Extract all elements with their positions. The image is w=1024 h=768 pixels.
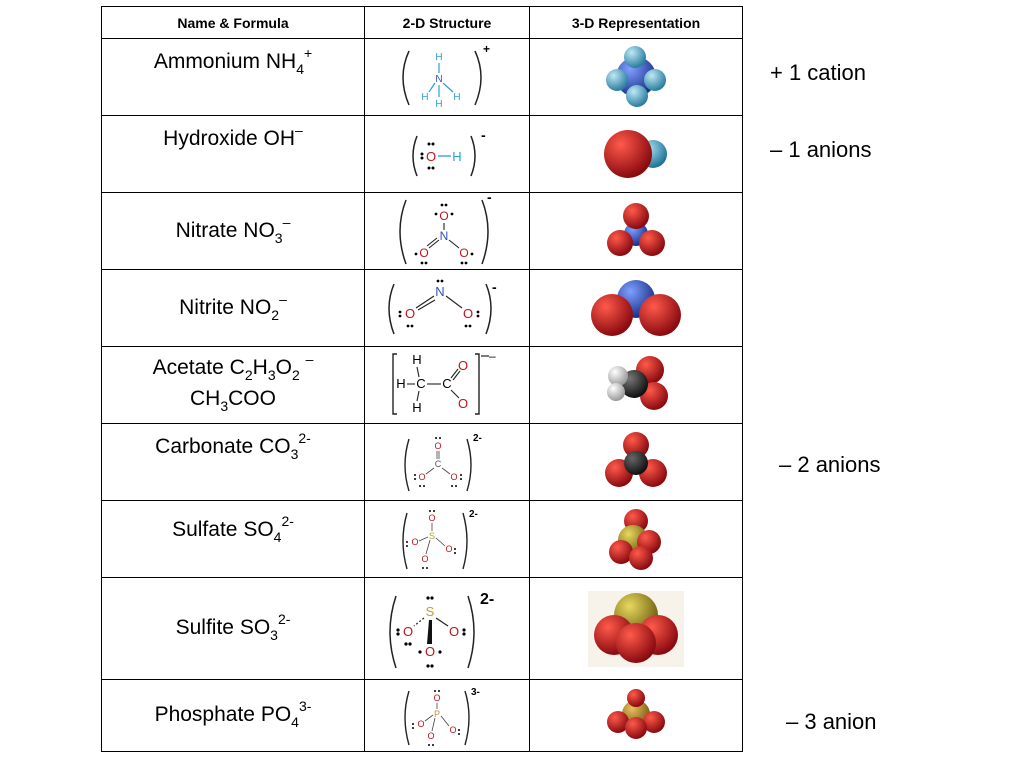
table-row: Phosphate PO43- O P O O O 3- bbox=[101, 679, 743, 752]
svg-text:O: O bbox=[405, 306, 415, 321]
phosphate-name-formula: Phosphate PO43- bbox=[101, 679, 365, 752]
svg-text:O: O bbox=[421, 554, 428, 564]
nitrate-2d-structure: O N O O - bbox=[364, 192, 530, 270]
table-row: Nitrite NO2– N O O - bbox=[101, 269, 743, 347]
anion-3-label: – 3 anion bbox=[786, 709, 877, 734]
svg-text:N: N bbox=[440, 229, 449, 243]
header-2d-structure: 2-D Structure bbox=[364, 6, 530, 39]
svg-text:O: O bbox=[411, 537, 418, 547]
svg-text:O: O bbox=[426, 149, 436, 164]
sulfate-name-formula: Sulfate SO42- bbox=[101, 500, 365, 578]
svg-text:H: H bbox=[453, 92, 460, 103]
sulfate-charge-label: 2- bbox=[469, 509, 478, 520]
svg-text:O: O bbox=[449, 624, 459, 639]
header-name-formula: Name & Formula bbox=[101, 6, 365, 39]
header-3d-representation: 3-D Representation bbox=[529, 6, 743, 39]
carbonate-3d-model bbox=[529, 423, 743, 501]
svg-text:O: O bbox=[439, 209, 448, 223]
svg-text:C: C bbox=[416, 376, 425, 391]
svg-text:H: H bbox=[435, 99, 442, 110]
sulfite-name-formula: Sulfite SO32- bbox=[101, 577, 365, 680]
svg-text:S: S bbox=[429, 531, 435, 541]
nitrite-3d-model bbox=[529, 269, 743, 347]
svg-text:O: O bbox=[445, 544, 452, 554]
acetate-charge-label: – bbox=[489, 350, 496, 363]
ammonium-3d-model bbox=[529, 38, 743, 116]
svg-text:O: O bbox=[458, 358, 468, 373]
acetate-name-formula: Acetate C2H3O2 – CH3COO bbox=[101, 346, 365, 424]
svg-text:N: N bbox=[435, 284, 444, 299]
svg-text:O: O bbox=[459, 246, 468, 260]
svg-text:H: H bbox=[452, 149, 461, 164]
table-row: Nitrate NO3– O N O O - bbox=[101, 192, 743, 270]
carbonate-2d-structure: O C O O 2- bbox=[364, 423, 530, 501]
phosphate-2d-structure: O P O O O 3- bbox=[364, 679, 530, 752]
table-row: Carbonate CO32- O C O O 2- bbox=[101, 423, 743, 501]
sulfite-charge-label: 2- bbox=[480, 591, 494, 608]
svg-text:O: O bbox=[417, 719, 424, 729]
svg-text:H: H bbox=[412, 400, 421, 415]
svg-text:O: O bbox=[450, 472, 457, 482]
nitrite-2d-structure: N O O - bbox=[364, 269, 530, 347]
nitrate-name-formula: Nitrate NO3– bbox=[101, 192, 365, 270]
sulfite-2d-structure: S O O O 2- bbox=[364, 577, 530, 680]
svg-text:O: O bbox=[419, 246, 428, 260]
nitrite-charge-label: - bbox=[492, 279, 497, 295]
svg-text:O: O bbox=[418, 472, 425, 482]
svg-text:O: O bbox=[458, 396, 468, 411]
svg-text:O: O bbox=[425, 644, 435, 659]
acetate-3d-model bbox=[529, 346, 743, 424]
svg-text:H: H bbox=[421, 92, 428, 103]
table-row: Sulfate SO42- O S O O O 2- bbox=[101, 500, 743, 578]
anion-2-label: – 2 anions bbox=[779, 452, 881, 477]
carbonate-name-formula: Carbonate CO32- bbox=[101, 423, 365, 501]
svg-text:N: N bbox=[435, 74, 442, 85]
hydroxide-2d-structure: O H - bbox=[364, 115, 530, 193]
svg-text:O: O bbox=[463, 306, 473, 321]
svg-text:P: P bbox=[434, 709, 440, 719]
phosphate-charge-label: 3- bbox=[471, 687, 480, 698]
svg-text:S: S bbox=[426, 604, 435, 619]
sulfate-3d-model bbox=[529, 500, 743, 578]
nitrate-3d-model bbox=[529, 192, 743, 270]
table-header-row: Name & Formula 2-D Structure 3-D Represe… bbox=[101, 6, 743, 39]
hydroxide-name-formula: Hydroxide OH– bbox=[101, 115, 365, 193]
svg-text:O: O bbox=[434, 441, 441, 451]
ammonium-name-formula: Ammonium NH4+ bbox=[101, 38, 365, 116]
carbonate-charge-label: 2- bbox=[473, 433, 482, 444]
svg-text:H: H bbox=[412, 352, 421, 367]
cation-1-label: + 1 cation bbox=[770, 60, 867, 85]
svg-text:O: O bbox=[428, 513, 435, 523]
polyatomic-ions-table: Name & Formula 2-D Structure 3-D Represe… bbox=[101, 6, 743, 752]
nitrate-charge-label: - bbox=[487, 194, 492, 205]
nitrite-name-formula: Nitrite NO2– bbox=[101, 269, 365, 347]
svg-text:O: O bbox=[433, 693, 440, 703]
hydroxide-charge-label: - bbox=[481, 127, 486, 143]
svg-text:H: H bbox=[396, 376, 405, 391]
svg-text:C: C bbox=[442, 376, 451, 391]
svg-text:O: O bbox=[403, 624, 413, 639]
svg-text:H: H bbox=[435, 52, 442, 63]
svg-text:O: O bbox=[449, 725, 456, 735]
hydroxide-3d-model bbox=[529, 115, 743, 193]
anion-1-label: – 1 anions bbox=[770, 137, 872, 162]
svg-text:O: O bbox=[427, 731, 434, 741]
table-row: Hydroxide OH– O H - bbox=[101, 115, 743, 193]
sulfate-2d-structure: O S O O O 2- bbox=[364, 500, 530, 578]
ammonium-charge-label: + bbox=[483, 42, 490, 56]
table-row: Sulfite SO32- S O O O 2- bbox=[101, 577, 743, 680]
sulfite-3d-model bbox=[529, 577, 743, 680]
svg-text:C: C bbox=[435, 459, 442, 469]
phosphate-3d-model bbox=[529, 679, 743, 752]
